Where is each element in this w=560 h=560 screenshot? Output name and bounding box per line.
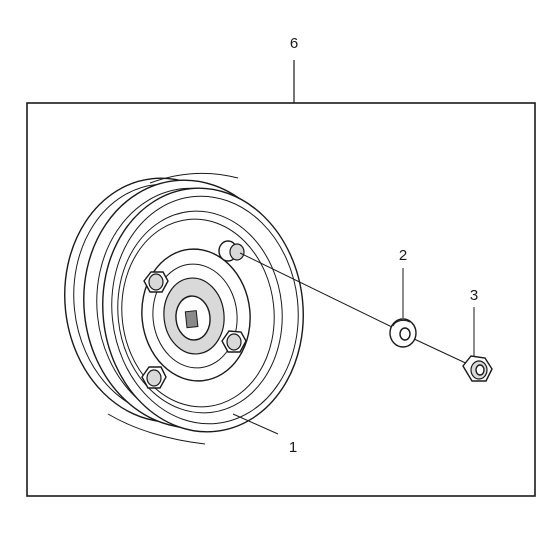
pulley-keyway: [184, 310, 199, 329]
pulley-hub-mid: [152, 263, 238, 369]
washer-part: [389, 318, 417, 348]
pulley-face-ring: [117, 210, 283, 414]
hub-bolt-top: [143, 271, 169, 293]
assembly-axis-line: [239, 252, 399, 331]
pulley-groove-bottom: [107, 413, 206, 445]
hub-bolt-bottom: [141, 366, 167, 389]
pulley-part: [64, 172, 304, 445]
callout-3: 3: [470, 287, 478, 304]
callout-2: 2: [399, 247, 407, 264]
callout-6: 6: [290, 35, 298, 52]
pulley-face-ring-2: [121, 218, 275, 408]
hub-stud: [218, 240, 245, 262]
assembly-frame: [26, 102, 536, 497]
nut-part: [462, 355, 493, 382]
callout-1: 1: [289, 439, 297, 456]
pulley-front-lip: [111, 195, 299, 425]
pulley-groove-top: [149, 172, 239, 184]
assembly-axis-line-2: [411, 337, 473, 367]
leader-line-1: [232, 413, 279, 435]
hub-bolt-right: [221, 330, 247, 353]
